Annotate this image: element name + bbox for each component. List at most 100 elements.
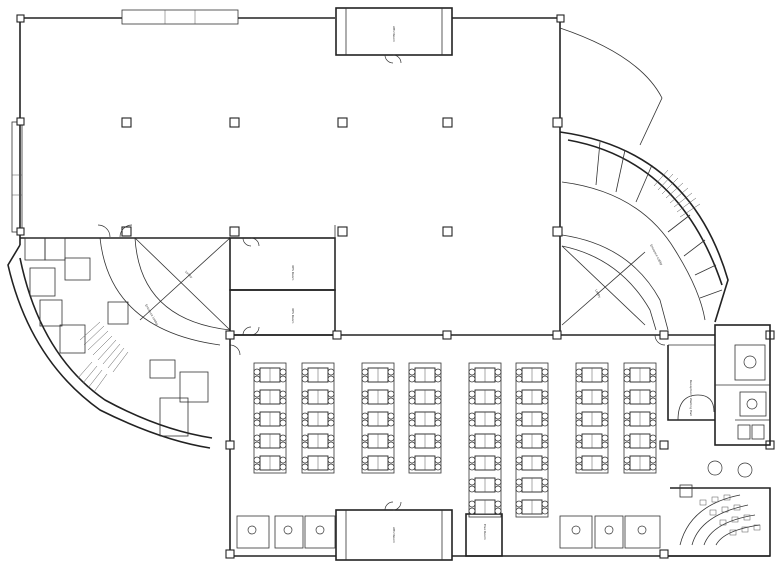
chair	[387, 434, 395, 442]
chair	[515, 375, 523, 383]
chair	[279, 419, 287, 427]
chair	[327, 390, 335, 398]
chair	[515, 507, 523, 515]
chair	[408, 434, 416, 442]
chair	[408, 463, 416, 471]
chair	[279, 434, 287, 442]
chair	[468, 419, 476, 427]
chair	[327, 463, 335, 471]
chair	[494, 412, 502, 420]
chair	[601, 397, 609, 405]
electrical-room: Elec Room	[465, 513, 503, 557]
chair	[301, 397, 309, 405]
chair	[468, 463, 476, 471]
chair	[408, 397, 416, 405]
chair	[494, 397, 502, 405]
chair	[575, 412, 583, 420]
chair	[408, 441, 416, 449]
workstation-cluster	[468, 362, 502, 518]
chair	[541, 478, 549, 486]
chair	[649, 441, 657, 449]
chair	[327, 375, 335, 383]
chair	[515, 500, 523, 508]
chair	[253, 463, 261, 471]
chair	[468, 456, 476, 464]
chair	[541, 390, 549, 398]
chair	[575, 456, 583, 464]
chair	[387, 397, 395, 405]
chair	[541, 507, 549, 515]
chair	[301, 456, 309, 464]
chair	[601, 412, 609, 420]
chair	[387, 441, 395, 449]
chair	[541, 375, 549, 383]
chair	[515, 434, 523, 442]
chair	[623, 397, 631, 405]
ups-room-lower-label: UPS Room	[291, 308, 295, 323]
chair	[575, 419, 583, 427]
training-room	[668, 460, 771, 557]
chair	[468, 375, 476, 383]
chair	[649, 397, 657, 405]
chair	[494, 485, 502, 493]
chair	[253, 368, 261, 376]
chair	[494, 507, 502, 515]
chair	[575, 375, 583, 383]
ahu-room-bottom-label: AHU Room	[392, 527, 396, 543]
chair	[541, 485, 549, 493]
chair	[387, 456, 395, 464]
chair	[468, 412, 476, 420]
chair	[468, 485, 476, 493]
chair	[649, 434, 657, 442]
bottom-cabins	[236, 515, 661, 549]
chair	[408, 456, 416, 464]
workstation-cluster	[623, 362, 657, 474]
workstation-cluster	[301, 362, 335, 474]
chair	[434, 368, 442, 376]
chair	[649, 456, 657, 464]
chair	[468, 441, 476, 449]
chair	[541, 412, 549, 420]
chair	[361, 397, 369, 405]
chair	[434, 441, 442, 449]
chair	[361, 456, 369, 464]
workstation-cluster	[515, 362, 549, 518]
chair	[434, 419, 442, 427]
chair	[468, 434, 476, 442]
chair	[361, 412, 369, 420]
chair	[515, 441, 523, 449]
ups-room-upper-label: UPS Room	[291, 265, 295, 280]
chair	[301, 375, 309, 383]
chair	[494, 390, 502, 398]
chair	[387, 368, 395, 376]
chair	[434, 434, 442, 442]
chair	[541, 434, 549, 442]
chair	[494, 368, 502, 376]
chair	[494, 463, 502, 471]
ahu-room-bottom: AHU Room	[335, 501, 453, 561]
chair	[515, 390, 523, 398]
chair	[468, 368, 476, 376]
workstation-cluster	[253, 362, 287, 474]
chair	[253, 412, 261, 420]
chair	[601, 390, 609, 398]
chair	[494, 478, 502, 486]
chair	[279, 375, 287, 383]
workstation-clusters	[253, 362, 657, 518]
chair	[408, 412, 416, 420]
chair	[623, 412, 631, 420]
chair	[279, 368, 287, 376]
chair	[601, 456, 609, 464]
chair	[575, 397, 583, 405]
chair	[468, 390, 476, 398]
entrance-lobby-right-label: Entrance Lobby	[649, 244, 664, 267]
chair	[327, 412, 335, 420]
chair	[253, 419, 261, 427]
upper-hall	[11, 9, 565, 335]
chair	[541, 397, 549, 405]
chair	[253, 375, 261, 383]
chair	[575, 368, 583, 376]
chair	[649, 419, 657, 427]
chair	[623, 419, 631, 427]
chair	[408, 390, 416, 398]
